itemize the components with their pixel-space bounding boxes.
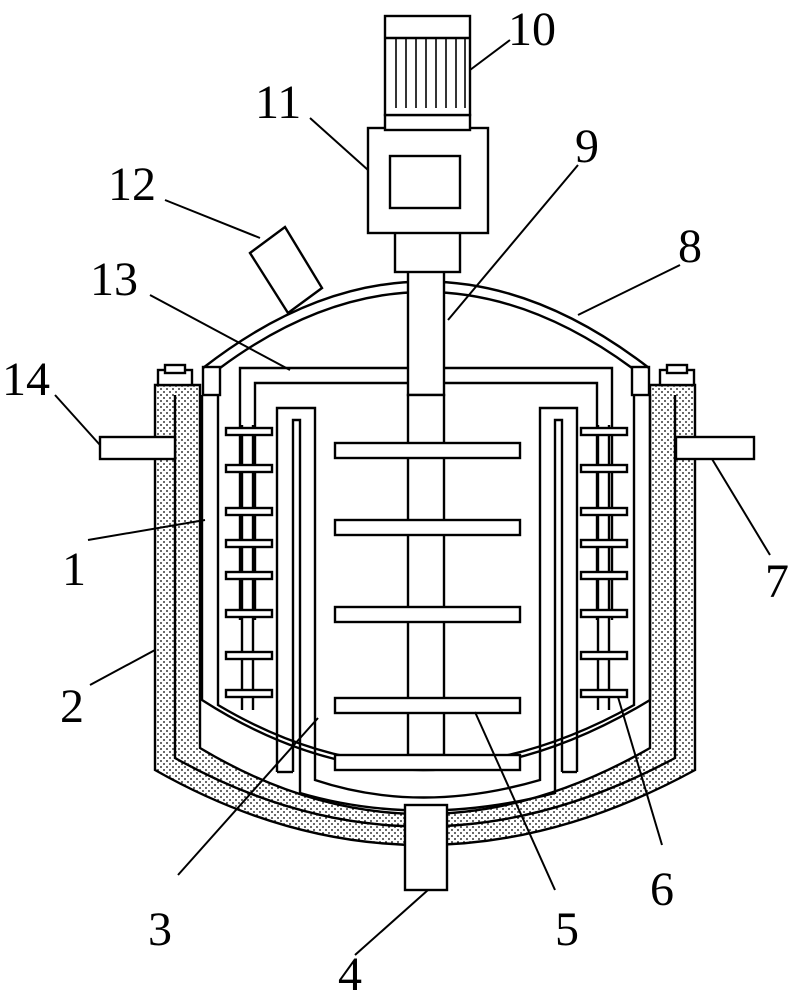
part-labels: 1 2 3 4 5 6 7 8 9 10 11 12 13 14 — [2, 3, 789, 1000]
flange-bolt-right — [658, 363, 696, 387]
leader-lines — [54, 39, 771, 956]
label-3: 3 — [148, 903, 172, 956]
label-12: 12 — [108, 158, 156, 211]
label-5: 5 — [555, 903, 579, 956]
leader-4 — [354, 889, 429, 956]
label-6: 6 — [650, 863, 674, 916]
motor — [383, 14, 472, 132]
agitator-paddles — [333, 441, 522, 772]
leader-7 — [711, 458, 771, 556]
leader-6 — [617, 696, 663, 846]
leader-5 — [474, 711, 556, 891]
label-2: 2 — [60, 680, 84, 733]
scraper-right — [579, 425, 629, 710]
gear-reducer — [366, 126, 490, 274]
leader-14 — [54, 394, 101, 446]
leader-3 — [177, 717, 319, 876]
label-4: 4 — [338, 948, 362, 1000]
leader-8 — [577, 264, 681, 316]
discharge-outlet — [403, 803, 449, 892]
label-7: 7 — [765, 555, 789, 608]
leader-1 — [87, 519, 206, 541]
label-9: 9 — [575, 120, 599, 173]
leader-9 — [447, 164, 579, 321]
label-13: 13 — [90, 253, 138, 306]
inlet-pipe-left — [98, 435, 177, 461]
leader-10 — [469, 39, 511, 71]
flange-left — [201, 365, 222, 397]
label-11: 11 — [255, 76, 301, 129]
leader-2 — [89, 649, 156, 686]
flange-bolt-left — [156, 363, 194, 387]
scraper-left — [224, 425, 274, 710]
flange-right — [630, 365, 651, 397]
feed-inlet — [248, 225, 324, 315]
leader-13 — [149, 294, 291, 371]
label-14: 14 — [2, 353, 50, 406]
agitator-shaft — [406, 268, 446, 757]
outlet-pipe-right — [674, 435, 756, 461]
label-10: 10 — [508, 3, 556, 56]
label-1: 1 — [62, 543, 86, 596]
label-8: 8 — [678, 220, 702, 273]
leader-12 — [164, 199, 261, 239]
leader-11 — [309, 117, 369, 171]
